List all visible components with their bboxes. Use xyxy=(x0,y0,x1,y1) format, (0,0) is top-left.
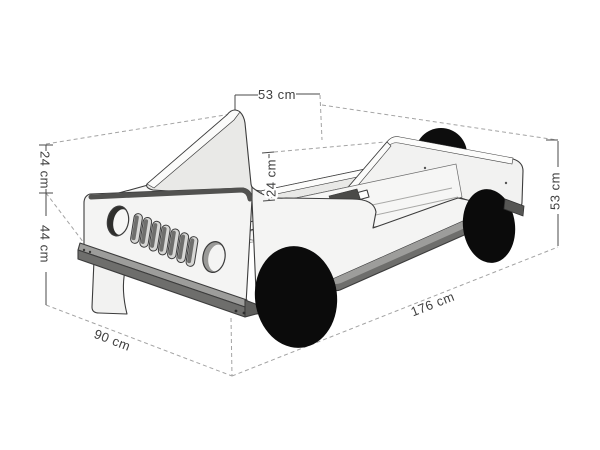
dimension-label-windshield-height: 24 cm xyxy=(38,151,53,189)
rear-wheel xyxy=(462,189,516,263)
grille-top-edge xyxy=(88,187,253,202)
bumper-screw xyxy=(234,309,238,313)
bed-illustration xyxy=(77,109,525,348)
front-bumper xyxy=(77,242,261,318)
headlight-left xyxy=(106,205,130,237)
headlight-right xyxy=(202,241,226,273)
bumper-screw xyxy=(82,248,86,252)
dimension-label-side-panel-height: 24 cm xyxy=(263,159,278,197)
dimension-label-bed-length: 176 cm xyxy=(409,289,457,320)
dimension-label-windshield-width: 53 cm xyxy=(258,87,296,102)
grille-slots xyxy=(130,213,199,267)
tail-bracket xyxy=(503,198,525,217)
front-wheel xyxy=(254,246,338,348)
bumper-screw xyxy=(242,311,246,315)
inner-dimension: 24 cm xyxy=(261,151,281,202)
dashed-bounding-box xyxy=(45,94,559,377)
dimension-lines xyxy=(39,93,559,305)
windshield-top-edge xyxy=(146,109,241,189)
dimension-label-rear-height: 53 cm xyxy=(547,172,562,210)
dimension-label-body-height: 44 cm xyxy=(38,225,53,263)
bumper-screw xyxy=(88,250,92,254)
